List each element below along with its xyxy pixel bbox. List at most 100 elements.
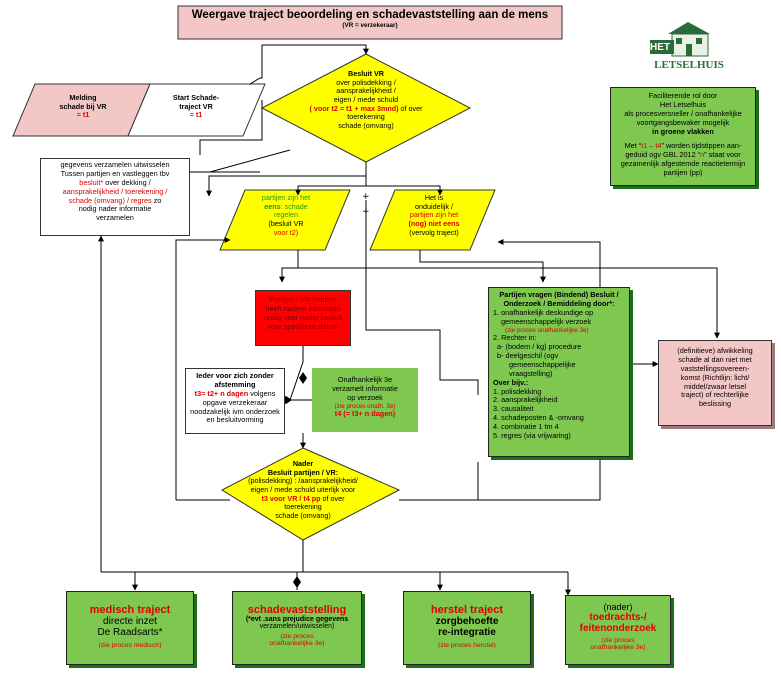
afwikkeling-l2: schade al dan niet met <box>678 354 752 364</box>
gegevens-l2: Tussen partijen en vastleggen tbv <box>60 168 170 178</box>
facilitator-l1: Faciliterende rol door <box>648 91 718 100</box>
onafh-l1: Onafhankelijk 3e <box>337 375 393 384</box>
eens-l4: (besluit VR <box>268 218 304 228</box>
gegevens-l6: nodig nader informatie <box>78 204 152 214</box>
medisch-title: medisch traject <box>89 604 171 616</box>
gegevens-l5b: zo <box>151 195 162 205</box>
medisch-k1: directe inzet <box>103 616 157 627</box>
bindend-p6: 5. regres (via vrijwaring) <box>493 431 571 441</box>
bindend-i1a: 1. onafhankelijk deskundige op <box>493 307 594 317</box>
ieder-box: Ieder voor zich zonder afstemming t3= t2… <box>185 368 285 434</box>
afwikkeling-l7: beslissing <box>698 399 732 409</box>
schade-r2: onafhankelijke 3e) <box>269 640 325 647</box>
onafh-l2: verzamelt informatie <box>332 383 398 393</box>
herstel-traject-box: herstel traject zorgbehoefte re-integrat… <box>403 591 531 665</box>
oneens-l3: partijen zijn het <box>409 210 459 220</box>
bindend-i2a: a- (bodem / kg) procedure <box>497 342 582 352</box>
toedrachts-r2: onafhankelijke 3e) <box>590 644 646 651</box>
bindend-i2b2: gemeenschappelijke <box>509 359 576 369</box>
herstel-r: (zie proces herstel) <box>438 642 496 649</box>
title-box <box>177 5 563 40</box>
oneens-l4: (nog) niet eens <box>408 218 460 228</box>
bindend-i2b3: vraagstelling) <box>509 368 553 378</box>
oneens-shape <box>369 189 496 251</box>
gegevens-l1: gegevens verzamelen uitwisselen <box>60 160 170 169</box>
schade-n1: (*evt .sans prejudice gegevens <box>245 616 349 623</box>
onafh-l5: t4 (= t3+ n dagen) <box>334 409 396 419</box>
besluit-heading: Besluit VR <box>348 69 384 78</box>
facilitator-l7b: ” staat voor <box>704 150 741 160</box>
bindend-title2: Onderzoek / Bemiddeling door*: <box>503 298 615 308</box>
afwikkeling-l6: traject) of rechterlijke <box>681 390 749 400</box>
bindend-p4: 4. schadeposten & -omvang <box>493 413 584 423</box>
facilitator-l6red: t1 – t4 <box>641 141 662 151</box>
facilitator-l7a: geduid ogv GBL 2012 “ <box>625 150 701 160</box>
redbox-l1: Partijen / VR hebben <box>269 295 337 304</box>
ieder-l6: en besluitvorming <box>206 415 264 425</box>
house-icon <box>650 22 710 57</box>
onafh-l4: (zie proces onafh. 3e) <box>334 402 396 410</box>
eens-l5: voor t2) <box>273 227 299 237</box>
schade-title: schadevaststelling <box>247 604 347 616</box>
start-line2: traject VR <box>179 101 213 111</box>
bindend-i1b: gemeenschappelijk verzoek <box>501 316 592 326</box>
nader-l6: toerekening <box>284 502 322 512</box>
bindend-p3: 3. causaliteit <box>493 404 534 414</box>
afwikkeling-l5: middel/zwaar letsel <box>683 381 747 391</box>
bindend-p5: 4. combinatie 1 tm 4 <box>493 422 559 432</box>
gegevens-l4red: aansprakelijkheid / toerekening / <box>62 186 168 196</box>
schadevaststelling-box: schadevaststelling (*evt .sans prejudice… <box>232 591 362 665</box>
start-line1: Start Schade- <box>172 93 220 102</box>
bindend-p1: 1. polisdekking <box>493 386 542 396</box>
gegevens-l7: verzamelen <box>96 213 134 223</box>
melding-line1: Melding <box>69 93 97 102</box>
herstel-k2: re-integratie <box>438 627 496 638</box>
gegevens-l5red: schade (omvang) / regres <box>68 195 152 205</box>
besluit-text1: over polisdekking / <box>336 77 396 87</box>
onafh-l3: op verzoek <box>347 392 383 402</box>
title-main: Weergave traject beoordeling en schadeva… <box>191 9 549 21</box>
facilitator-l6b: ” worden tijdstippen aan- <box>661 141 742 151</box>
start-label: Start Schade- traject VR = t1 <box>141 93 251 120</box>
oneens-l5: (vervolg traject) <box>409 227 459 237</box>
start-line3: = t1 <box>189 110 203 120</box>
oneens-l2: onduidelijk / <box>415 201 453 211</box>
eens-l2b: : schade <box>280 201 308 211</box>
besluit-text3: eigen / mede schuld <box>333 94 399 104</box>
svg-text:+: + <box>362 207 370 217</box>
herstel-title: herstel traject <box>430 604 504 616</box>
medisch-traject-box: medisch traject directe inzet De Raadsar… <box>66 591 194 665</box>
besluit-text2: aansprakelijkheid / <box>336 86 396 96</box>
afwikkeling-l1: (definitieve) afwikkeling <box>677 346 753 355</box>
svg-text:+: + <box>362 192 370 202</box>
medisch-k2: De Raadsarts* <box>97 627 163 638</box>
toedrachts-h1: toedrachts-/ <box>589 612 647 623</box>
oneens-label: Het is onduidelijk / partijen zijn het (… <box>384 193 484 237</box>
toedrachts-box: (nader) toedrachts-/ feitenonderzoek (zi… <box>565 595 671 665</box>
title-sub: (VR = verzekeraar) <box>342 22 398 30</box>
facilitator-l2: Het Letselhuis <box>659 99 707 109</box>
afwikkeling-l3: vaststellingsovereen- <box>680 363 750 373</box>
ieder-l3red: t3= t2+ n dagen <box>194 388 249 398</box>
medisch-r: (zie proces medisch) <box>98 642 162 649</box>
toedrachts-r1: (zie proces <box>601 637 635 644</box>
start-shape <box>127 83 266 137</box>
redbox-l2: heeft nadere informatie <box>265 303 341 313</box>
nadere-informatie-box: Partijen / VR hebben heeft nadere inform… <box>255 290 351 346</box>
nader-l5red: t3 voor VR / t4 pp <box>261 493 321 503</box>
ieder-l1: Ieder voor zich zonder <box>196 371 274 380</box>
bindend-besluit-box: Partijen vragen (Bindend) Besluit / Onde… <box>488 287 630 457</box>
eens-l2a: eens <box>264 201 281 211</box>
afwikkeling-l4: komst (Richtlijn: licht/ <box>680 372 750 382</box>
redbox-l4: voor specifieke datum <box>267 321 339 331</box>
gegevens-box: gegevens verzamelen uitwisselen Tussen p… <box>40 158 190 236</box>
diagram-title: Weergave traject beoordeling en schadeva… <box>178 8 562 30</box>
facilitator-l7red: n <box>700 150 705 160</box>
bindend-title1: Partijen vragen (Bindend) Besluit / <box>499 290 619 299</box>
nader-l2: Besluit partijen / VR: <box>267 467 339 477</box>
nader-l4: eigen / mede schuld uiterlijk voor <box>250 484 356 494</box>
afwikkeling-box: (definitieve) afwikkeling schade al dan … <box>658 340 772 426</box>
facilitator-l4: voortgangsbewaker mogelijk <box>636 117 730 127</box>
nader-l3: (polisdekking) : /aansprakelijkheid/ <box>248 476 358 486</box>
